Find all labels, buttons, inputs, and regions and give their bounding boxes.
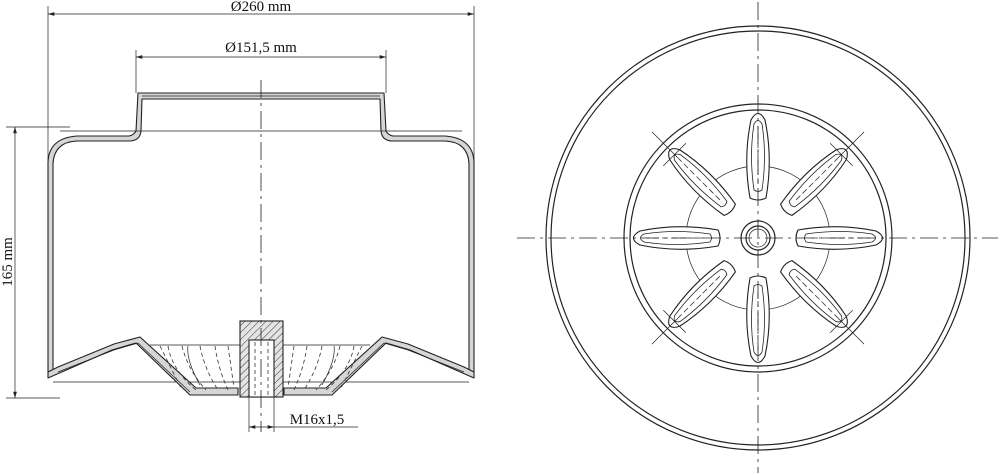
- piston-spoke: [651, 131, 736, 216]
- piston-spokes: [632, 112, 884, 364]
- dimension-top-diameter: Ø151,5 mm: [135, 40, 387, 93]
- threaded-boss-section: [239, 320, 284, 398]
- piston-spoke: [780, 260, 865, 345]
- side-section-view: Ø260 mm Ø151,5 mm 165 mm M16x1,5: [0, 0, 475, 432]
- bottom-view: [517, 2, 998, 473]
- piston-spoke: [651, 260, 736, 345]
- piston-spoke: [780, 131, 865, 216]
- dimension-height: 165 mm: [0, 126, 70, 399]
- top-diameter-label: Ø151,5 mm: [225, 40, 297, 56]
- piston-spoke: [746, 112, 770, 201]
- piston-profile-section: [47, 336, 239, 396]
- dimension-thread: M16x1,5: [248, 397, 358, 432]
- height-label: 165 mm: [0, 237, 16, 287]
- thread-label: M16x1,5: [290, 412, 345, 428]
- outer-diameter-label: Ø260 mm: [231, 0, 292, 15]
- dimension-outer-diameter: Ø260 mm: [47, 0, 475, 160]
- piston-ribs-hidden: [159, 345, 363, 391]
